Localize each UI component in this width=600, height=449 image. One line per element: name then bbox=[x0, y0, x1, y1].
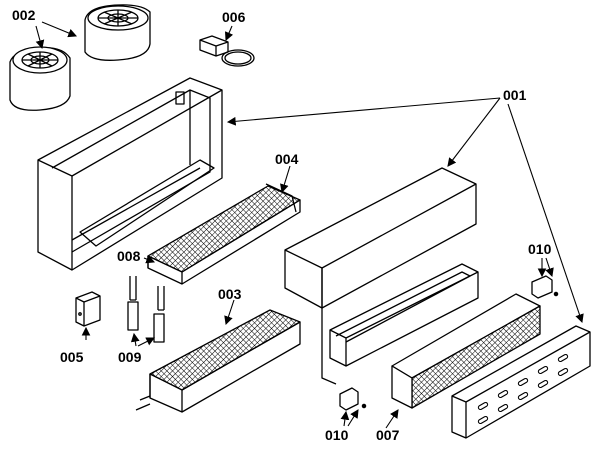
label-009: 009 bbox=[118, 349, 142, 365]
cabinet-housing bbox=[37, 77, 223, 271]
leader-lines bbox=[35, 21, 584, 429]
coil-lower bbox=[135, 309, 301, 413]
filter bbox=[391, 293, 541, 409]
blower-wheel-left bbox=[9, 46, 71, 111]
label-005: 005 bbox=[60, 349, 84, 365]
label-010-upper: 010 bbox=[528, 241, 552, 257]
front-panel-housing bbox=[284, 167, 479, 385]
coil-upper bbox=[147, 183, 301, 285]
label-007: 007 bbox=[376, 427, 400, 443]
label-003: 003 bbox=[218, 286, 242, 302]
pipe-fittings bbox=[127, 276, 165, 343]
label-008: 008 bbox=[117, 248, 141, 264]
label-002: 002 bbox=[12, 7, 36, 23]
label-006: 006 bbox=[222, 9, 246, 25]
label-010-lower: 010 bbox=[325, 427, 349, 443]
label-001: 001 bbox=[503, 87, 527, 103]
blower-wheel-right bbox=[84, 4, 151, 61]
front-grille bbox=[451, 325, 591, 439]
label-004: 004 bbox=[275, 151, 299, 167]
bracket-lower bbox=[339, 387, 367, 411]
control-box bbox=[75, 291, 101, 327]
bracket-upper bbox=[531, 275, 559, 299]
motor-with-cord bbox=[199, 35, 255, 67]
